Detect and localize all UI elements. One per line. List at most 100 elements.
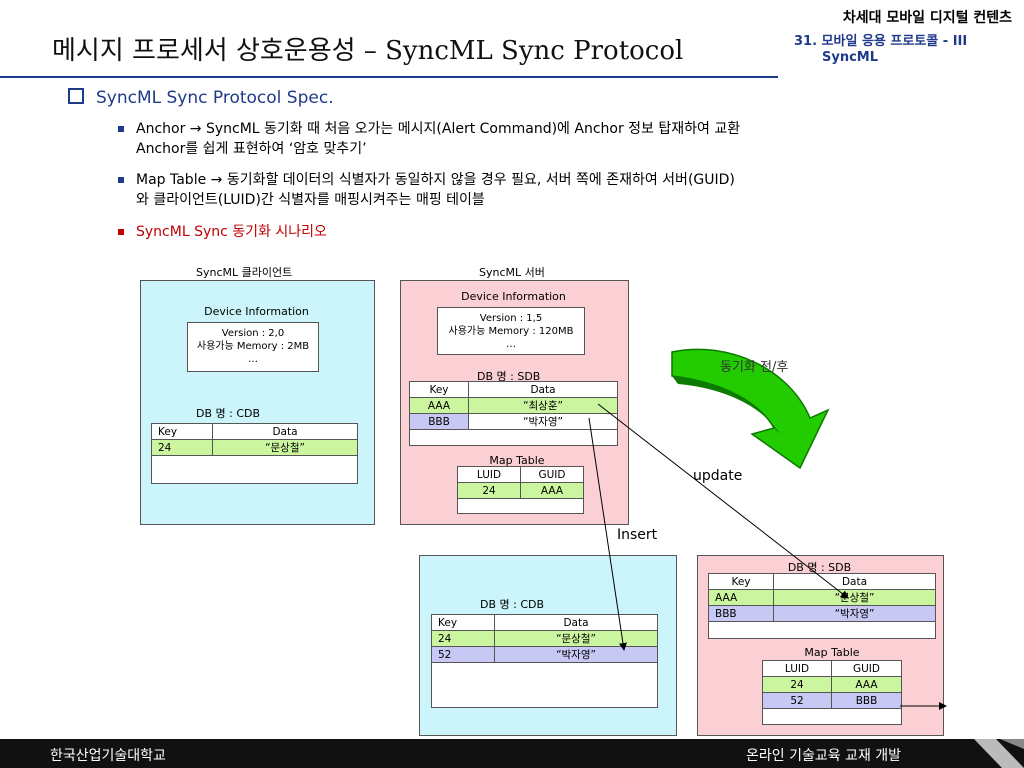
bullet-scenario: SyncML Sync 동기화 시나리오 <box>118 222 918 242</box>
client-db-label: DB 명 : CDB <box>196 407 261 420</box>
header-org: 차세대 모바일 디지털 컨텐츠 <box>842 10 1012 26</box>
server-map-table: LUID GUID 24 AAA <box>457 466 584 499</box>
table-header-cell: Data <box>494 614 658 631</box>
table-header-cell: Data <box>468 381 618 398</box>
table-cell: “박자영” <box>468 413 618 430</box>
server-map-label: Map Table <box>489 454 545 467</box>
table-header-cell: Key <box>708 573 774 590</box>
server-after-map-label: Map Table <box>804 646 860 659</box>
server-version: Version : 1,5 <box>479 313 543 324</box>
table-header-cell: GUID <box>831 660 902 677</box>
table-row: AAA “최상훈” <box>409 397 618 414</box>
table-cell: 24 <box>431 630 495 647</box>
bullet-anchor-line1: Anchor → SyncML 동기화 때 처음 오가는 메시지(Alert C… <box>136 121 741 137</box>
client-ellipsis: … <box>248 354 258 365</box>
table-row: 24 “문상철” <box>151 439 358 456</box>
client-title: SyncML 클라이언트 <box>196 266 293 279</box>
server-db-label: DB 명 : SDB <box>477 370 541 383</box>
table-cell: AAA <box>831 676 902 693</box>
bullet-anchor-line2: Anchor를 쉽게 표현하여 ‘암호 맞추기’ <box>136 141 367 157</box>
server-device-info-box: Version : 1,5 사용가능 Memory : 120MB … <box>437 307 585 355</box>
table-cell: BBB <box>708 605 774 622</box>
bullet-map-line1: Map Table → 동기화할 데이터의 식별자가 동일하지 않을 경우 필요… <box>136 172 735 188</box>
server-ellipsis: … <box>506 339 516 350</box>
header-box <box>778 0 1024 76</box>
table-cell: 24 <box>762 676 832 693</box>
client-version: Version : 2,0 <box>221 328 285 339</box>
header-divider <box>0 76 778 78</box>
client-after-db-table: Key Data 24 “문상철” 52 “박자영” <box>431 614 658 663</box>
table-cell: AAA <box>708 589 774 606</box>
table-cell: “박자영” <box>773 605 936 622</box>
section-heading-text: SyncML Sync Protocol Spec. <box>96 88 334 108</box>
table-header-row: LUID GUID <box>762 660 902 677</box>
table-header-row: Key Data <box>708 573 936 590</box>
table-cell: AAA <box>520 482 584 499</box>
sync-label: 동기화 전/후 <box>720 360 789 375</box>
footer-left: 한국산업기술대학교 <box>50 748 166 764</box>
table-row: AAA “문상철” <box>708 589 936 606</box>
table-row: 24 “문상철” <box>431 630 658 647</box>
table-header-cell: Key <box>151 423 213 440</box>
server-memory: 사용가능 Memory : 120MB <box>448 326 574 337</box>
table-header-cell: Key <box>409 381 469 398</box>
table-header-cell: LUID <box>762 660 832 677</box>
footer-right: 온라인 기술교육 교재 개발 <box>746 748 902 764</box>
client-panel <box>140 280 375 525</box>
table-cell: “문상철” <box>494 630 658 647</box>
table-header-row: Key Data <box>431 614 658 631</box>
table-cell: 24 <box>457 482 521 499</box>
table-row: BBB “박자영” <box>409 413 618 430</box>
table-cell: 52 <box>762 692 832 709</box>
bullet-map-table: Map Table → 동기화할 데이터의 식별자가 동일하지 않을 경우 필요… <box>118 170 918 210</box>
table-header-row: LUID GUID <box>457 466 584 483</box>
table-header-cell: Data <box>212 423 358 440</box>
client-after-db-label: DB 명 : CDB <box>480 598 545 611</box>
server-after-map-table: LUID GUID 24 AAA 52 BBB <box>762 660 902 709</box>
header-subtitle-line2: SyncML <box>822 50 879 65</box>
page-title: 메시지 프로세서 상호운용성 – SyncML Sync Protocol <box>52 36 684 66</box>
bullet-map-line2: 와 클라이언트(LUID)간 식별자를 매핑시켜주는 매핑 테이블 <box>136 192 485 208</box>
client-db-table: Key Data 24 “문상철” <box>151 423 358 456</box>
table-row: 24 AAA <box>762 676 902 693</box>
square-bullet-icon <box>118 177 124 183</box>
table-row: BBB “박자영” <box>708 605 936 622</box>
table-row: 52 BBB <box>762 692 902 709</box>
table-cell: BBB <box>409 413 469 430</box>
table-row: 52 “박자영” <box>431 646 658 663</box>
square-bullet-icon <box>118 126 124 132</box>
table-header-row: Key Data <box>151 423 358 440</box>
server-after-db-table: Key Data AAA “문상철” BBB “박자영” <box>708 573 936 622</box>
client-memory: 사용가능 Memory : 2MB <box>196 341 310 352</box>
client-device-info-box: Version : 2,0 사용가능 Memory : 2MB … <box>187 322 319 372</box>
section-heading: SyncML Sync Protocol Spec. <box>68 88 334 108</box>
table-header-cell: Key <box>431 614 495 631</box>
insert-label: Insert <box>617 527 658 543</box>
table-header-cell: Data <box>773 573 936 590</box>
table-cell: “문상철” <box>773 589 936 606</box>
bullet-anchor: Anchor → SyncML 동기화 때 처음 오가는 메시지(Alert C… <box>118 119 918 159</box>
table-cell: “박자영” <box>494 646 658 663</box>
table-cell: “문상철” <box>212 439 358 456</box>
footer-stripe-icon <box>974 739 1024 768</box>
table-row: 24 AAA <box>457 482 584 499</box>
sync-arrow-icon <box>671 348 830 470</box>
table-cell: “최상훈” <box>468 397 618 414</box>
table-cell: 24 <box>151 439 213 456</box>
table-header-cell: LUID <box>457 466 521 483</box>
table-cell: BBB <box>831 692 902 709</box>
bullet-scenario-text: SyncML Sync 동기화 시나리오 <box>136 224 327 240</box>
checkbox-bullet-icon <box>68 88 84 104</box>
footer-bar <box>0 739 1024 768</box>
square-bullet-icon <box>118 229 124 235</box>
server-db-table: Key Data AAA “최상훈” BBB “박자영” <box>409 381 618 430</box>
server-device-info-label: Device Information <box>461 290 566 303</box>
client-device-info-label: Device Information <box>204 305 309 318</box>
table-header-row: Key Data <box>409 381 618 398</box>
header-subtitle-line1: 31. 모바일 응용 프로토콜 - III <box>794 34 968 49</box>
server-title: SyncML 서버 <box>479 266 545 279</box>
table-cell: 52 <box>431 646 495 663</box>
table-header-cell: GUID <box>520 466 584 483</box>
table-cell: AAA <box>409 397 469 414</box>
update-label: update <box>693 468 743 484</box>
